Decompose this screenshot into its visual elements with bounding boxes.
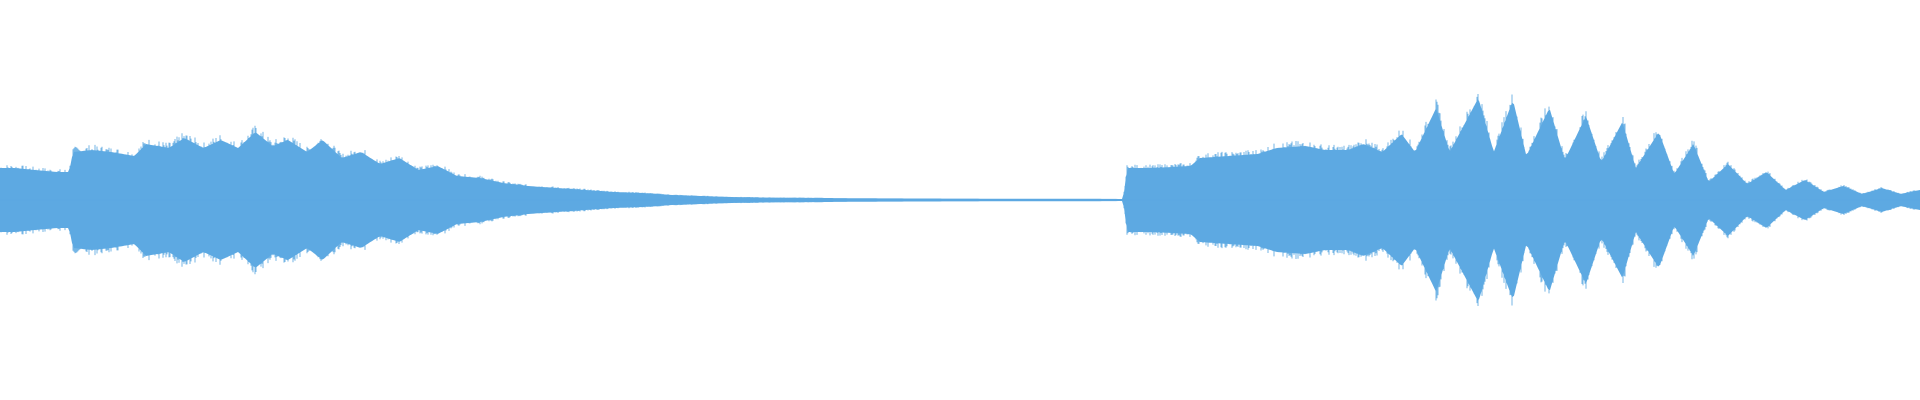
waveform-peaks [0,94,1920,306]
